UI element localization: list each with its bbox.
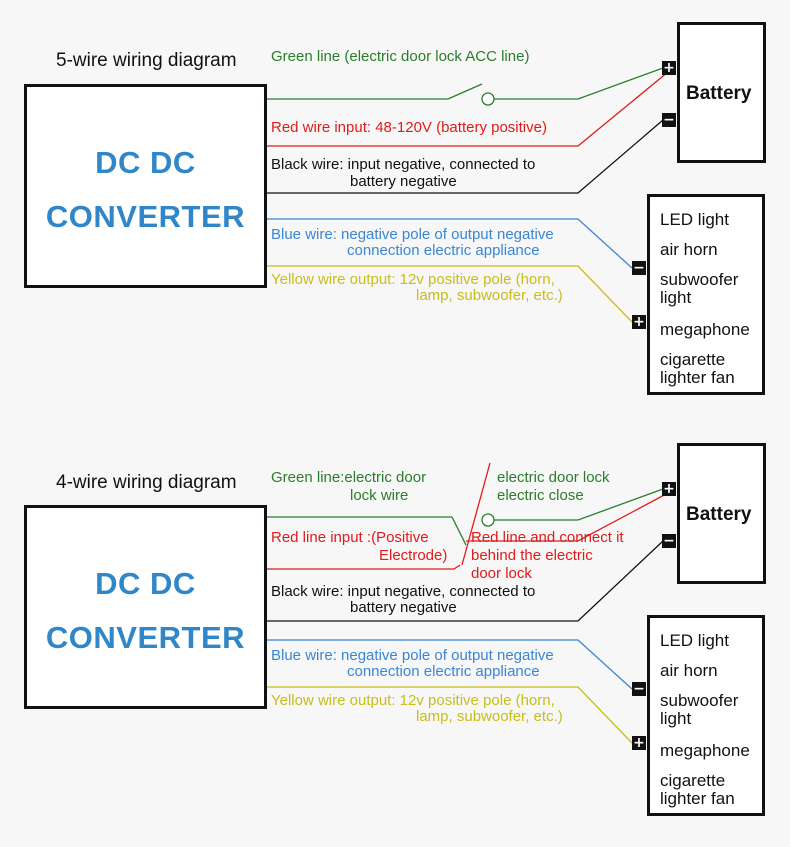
load-lighter-fan: lighter fan <box>660 368 735 387</box>
green-red-cross-2 <box>451 516 467 546</box>
red-wire-2b <box>466 492 669 542</box>
lock-switch-2 <box>481 513 495 527</box>
converter-label-line2: CONVERTER <box>45 620 246 655</box>
appliance-plus-terminal: + <box>632 314 646 330</box>
green-wire-label-2: lock wire <box>350 487 409 504</box>
load-air-horn: air horn <box>660 240 718 259</box>
black-wire-label-2: battery negative <box>350 599 457 616</box>
green-wire-2b <box>494 488 664 521</box>
blue-wire-label-1: Blue wire: negative pole of output negat… <box>271 647 554 664</box>
red-wire-label-1: Red line input :(Positive <box>271 529 429 546</box>
door-lock-label-2: electric close <box>497 487 584 504</box>
battery-box: Battery <box>677 22 766 163</box>
appliance-box: LED light air horn subwoofer light megap… <box>647 194 765 395</box>
dc-converter-box: DC DC CONVERTER <box>24 84 267 288</box>
battery-label: Battery <box>686 83 752 104</box>
load-subwoofer-light: light <box>660 288 692 307</box>
blue-wire-1 <box>266 218 633 269</box>
yellow-wire-2 <box>266 686 633 744</box>
black-wire-1 <box>266 119 664 194</box>
load-led-light: LED light <box>660 631 729 650</box>
red-lock-label-3: door lock <box>471 565 532 582</box>
diagram-title: 5-wire wiring diagram <box>56 50 237 71</box>
load-subwoofer-light: light <box>660 709 692 728</box>
yellow-wire-label-1: Yellow wire output: 12v positive pole (h… <box>271 271 555 288</box>
green-wire-1b <box>494 67 664 100</box>
blue-wire-label-2: connection electric appliance <box>347 242 540 259</box>
battery-plus-terminal: + <box>662 481 676 497</box>
blue-wire-2 <box>266 639 633 690</box>
load-megaphone: megaphone <box>660 741 750 760</box>
load-lighter-fan: lighter fan <box>660 789 735 808</box>
red-lock-label-1: Red line and connect it <box>471 529 624 546</box>
load-cigarette: cigarette <box>660 771 726 790</box>
battery-plus-terminal: + <box>662 60 676 76</box>
converter-label-line2: CONVERTER <box>45 199 246 234</box>
black-wire-label-1: Black wire: input negative, connected to <box>271 156 536 173</box>
yellow-wire-label-2: lamp, subwoofer, etc.) <box>416 708 563 725</box>
blue-wire-label-1: Blue wire: negative pole of output negat… <box>271 226 554 243</box>
load-subwoofer: subwoofer <box>660 270 739 289</box>
diagram-title: 4-wire wiring diagram <box>56 472 237 493</box>
green-wire-label-1: Green line:electric door <box>271 469 427 486</box>
black-wire-2 <box>266 540 664 622</box>
black-wire-label-1: Black wire: input negative, connected to <box>271 583 536 600</box>
battery-label: Battery <box>686 504 752 525</box>
converter-label-line1: DC DC <box>95 145 196 180</box>
red-wire-1 <box>266 71 669 147</box>
load-led-light: LED light <box>660 210 729 229</box>
battery-minus-terminal: − <box>662 533 676 549</box>
dc-converter-box: DC DC CONVERTER <box>24 505 267 709</box>
blue-wire-label-2: connection electric appliance <box>347 663 540 680</box>
appliance-minus-terminal: − <box>632 260 646 276</box>
lock-switch-lever-2 <box>461 462 491 566</box>
red-wire-label-2: Electrode) <box>379 547 448 564</box>
acc-switch-1 <box>481 92 495 106</box>
red-wire-label: Red wire input: 48-120V (battery positiv… <box>271 119 547 136</box>
appliance-plus-terminal: + <box>632 735 646 751</box>
battery-box: Battery <box>677 443 766 584</box>
door-lock-label-1: electric door lock <box>497 469 610 486</box>
load-megaphone: megaphone <box>660 320 750 339</box>
battery-minus-terminal: − <box>662 112 676 128</box>
load-air-horn: air horn <box>660 661 718 680</box>
load-subwoofer: subwoofer <box>660 691 739 710</box>
yellow-wire-label-2: lamp, subwoofer, etc.) <box>416 287 563 304</box>
yellow-wire-1 <box>266 265 633 323</box>
green-wire-label: Green line (electric door lock ACC line) <box>271 48 530 65</box>
appliance-box: LED light air horn subwoofer light megap… <box>647 615 765 816</box>
black-wire-label-2: battery negative <box>350 173 457 190</box>
converter-label-line1: DC DC <box>95 566 196 601</box>
red-lock-label-2: behind the electric <box>471 547 593 564</box>
red-wire-2 <box>266 564 461 570</box>
green-wire-1 <box>266 83 483 100</box>
appliance-minus-terminal: − <box>632 681 646 697</box>
load-cigarette: cigarette <box>660 350 726 369</box>
yellow-wire-label-1: Yellow wire output: 12v positive pole (h… <box>271 692 555 709</box>
